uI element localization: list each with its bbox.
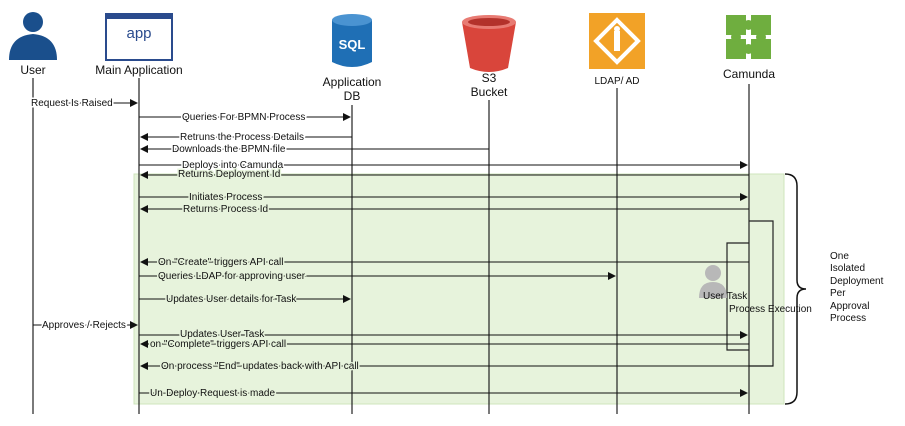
app-db-label-line2: DB (344, 89, 361, 103)
msg-label: On "Create" triggers API call (158, 257, 283, 268)
msg-label: Queries LDAP for approving user (158, 271, 306, 282)
msg-label: on "Complete" triggers API call (150, 339, 286, 350)
ldap-diamond-icon (589, 13, 645, 69)
deployment-brace (784, 173, 807, 405)
main-app-label: Main Application (95, 63, 182, 77)
msg-label: Retruns the Process Details (180, 132, 304, 143)
svg-text:One: One (830, 251, 849, 262)
camunda-participant: Camunda (723, 15, 775, 81)
msg-label: Updates User Task (180, 329, 265, 340)
msg-label: On process "End" updates back with API c… (161, 361, 359, 372)
app-db-participant: SQL Application DB (323, 14, 382, 103)
isolated-deployment-text: One Isolated Deployment Per Approval Pro… (830, 251, 884, 324)
msg-label: Returns Process Id (183, 204, 268, 215)
msg-label: Request Is Raised (31, 98, 113, 109)
user-label: User (20, 63, 45, 77)
s3-label-line1: S3 (482, 71, 497, 85)
msg-label: Initiates Process (189, 192, 262, 203)
main-app-participant: app Main Application (95, 13, 183, 77)
msg-label: Downloads the BPMN file (172, 144, 286, 155)
sql-database-icon: SQL (332, 14, 372, 67)
app-db-label-line1: Application (323, 75, 382, 89)
user-participant: User (9, 12, 57, 77)
camunda-puzzle-icon (726, 15, 771, 59)
svg-text:Approval: Approval (830, 301, 869, 312)
msg-label: Approves / Rejects (42, 320, 126, 331)
msg-label: Queries For BPMN Process (182, 112, 305, 123)
camunda-label: Camunda (723, 67, 775, 81)
ldap-label: LDAP/ AD (594, 76, 639, 87)
msg-label: Un-Deploy Request is made (150, 388, 275, 399)
user-task-person-icon (699, 265, 727, 298)
svg-text:Process: Process (830, 313, 866, 324)
msg-label: Returns Deployment Id (178, 169, 280, 180)
user-task-box (726, 242, 749, 351)
s3-participant: S3 Bucket (462, 15, 516, 99)
sql-icon-text: SQL (339, 37, 366, 52)
s3-bucket-icon (462, 15, 516, 72)
msg-label: Updates User details for Task (166, 294, 297, 305)
app-icon-text: app (126, 25, 151, 42)
svg-text:Per: Per (830, 288, 846, 299)
message-arrows (33, 99, 773, 397)
svg-text:Isolated: Isolated (830, 263, 865, 274)
process-execution-label: Process Execution (729, 304, 812, 315)
svg-text:Deployment: Deployment (830, 276, 884, 287)
app-window-icon: app (105, 13, 173, 61)
message-labels: Request Is Raised Queries For BPMN Proce… (30, 97, 361, 401)
user-icon (9, 12, 57, 60)
msg-label: Deploys into Camunda (182, 160, 284, 171)
lifelines (32, 78, 750, 414)
ldap-participant: LDAP/ AD (589, 13, 645, 87)
s3-label-line2: Bucket (471, 85, 508, 99)
user-task-label: User Task (703, 291, 748, 302)
